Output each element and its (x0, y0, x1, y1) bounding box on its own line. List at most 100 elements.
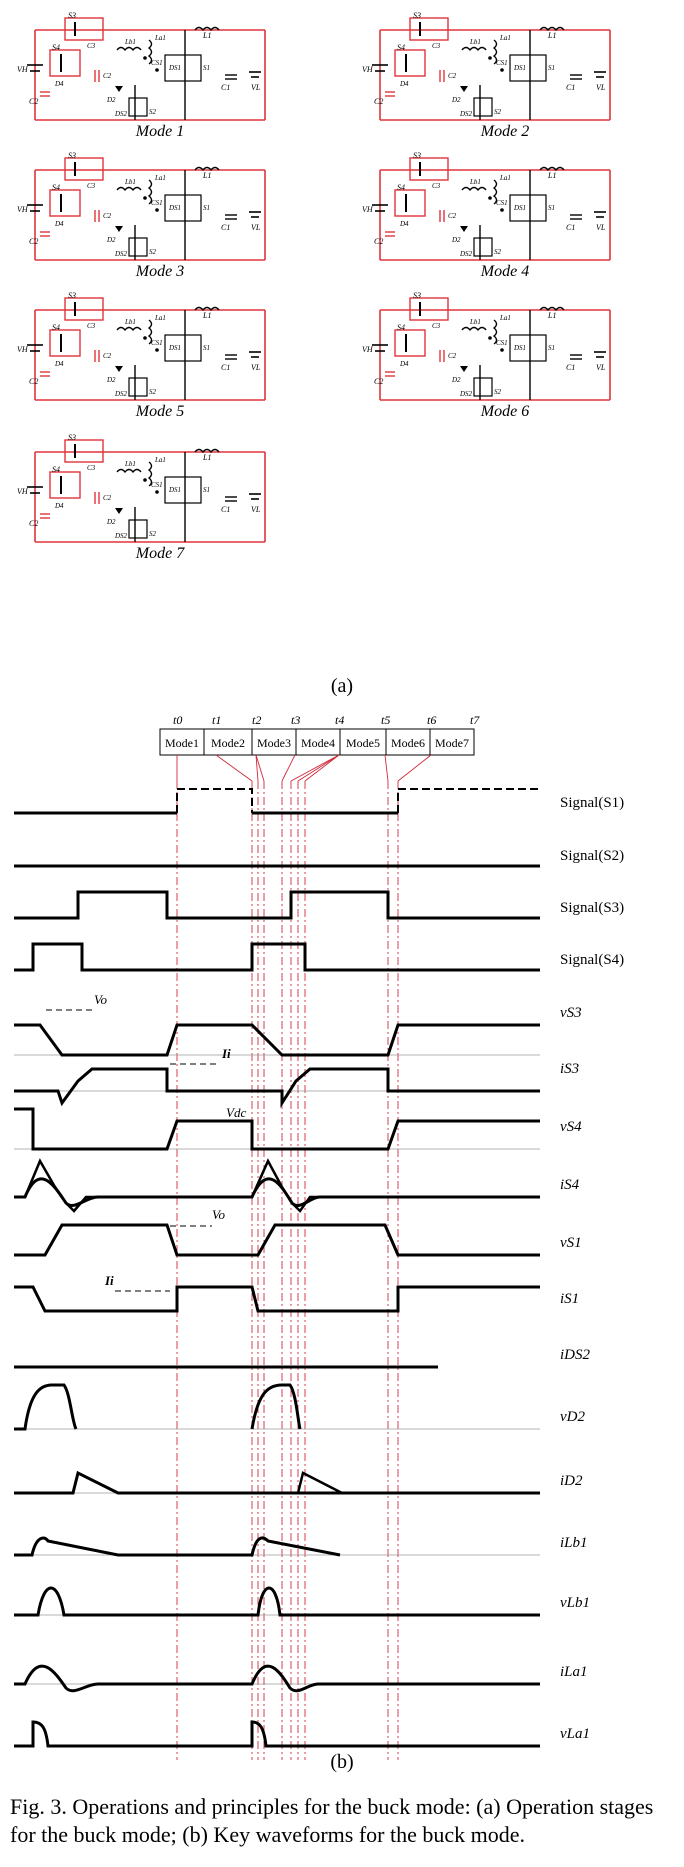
label-l1: L1 (202, 311, 211, 320)
label-d2: D2 (106, 96, 116, 104)
dot-marker (500, 208, 504, 212)
switch-s2 (128, 97, 148, 117)
label-d4: D4 (54, 360, 64, 368)
label-d4: D4 (399, 220, 409, 228)
dot-marker (488, 196, 492, 200)
guide-connector (215, 754, 253, 782)
inductor-lb1 (116, 468, 142, 474)
figure-caption: Fig. 3. Operations and principles for th… (10, 1794, 654, 1847)
waveform-trace (14, 1664, 540, 1693)
inductor-la1 (147, 179, 153, 205)
label-vh: VH (362, 345, 374, 354)
label-la1: La1 (154, 314, 166, 322)
label-c2: C2 (29, 377, 38, 386)
mode-title: Mode 1 (135, 123, 184, 140)
label-d4: D4 (54, 502, 64, 510)
annotation-label: Vdc (226, 1105, 246, 1120)
label-s1: S1 (548, 204, 555, 212)
dot-marker (143, 478, 147, 482)
inductor-l1 (539, 166, 565, 172)
label-s2: S2 (149, 248, 157, 256)
label-lb1: Lb1 (469, 318, 481, 326)
label-ds1: DS1 (168, 486, 181, 494)
trace-label-12: vD2 (560, 1409, 585, 1425)
label-vl: VL (251, 505, 261, 514)
diode-d2 (460, 226, 468, 232)
annotation-label: Ii (104, 1273, 114, 1288)
switch-s2 (128, 237, 148, 257)
mode-title: Mode 2 (480, 123, 529, 140)
inductor-la1 (492, 39, 498, 65)
time-label-t0: t0 (173, 713, 182, 727)
label-vl: VL (251, 363, 261, 372)
label-s1: S1 (203, 344, 210, 352)
switch-s3 (64, 157, 104, 181)
waveform-trace (14, 1067, 540, 1109)
trace-label-11: iDS2 (560, 1347, 591, 1363)
label-c3: C3 (87, 182, 96, 190)
label-s3: S3 (68, 291, 76, 300)
trace-label-10: iS1 (560, 1291, 579, 1307)
waveform-trace (14, 1586, 540, 1617)
label-l1: L1 (547, 171, 556, 180)
mode-title: Mode 7 (135, 545, 185, 562)
diode-d2 (115, 226, 123, 232)
label-ds2: DS2 (459, 390, 473, 398)
mode-box-1 (159, 728, 205, 756)
label-c2: C2 (103, 72, 112, 80)
time-label-t5: t5 (381, 713, 390, 727)
label-la1: La1 (499, 34, 511, 42)
label-c2: C2 (103, 494, 112, 502)
trace-label-13: iD2 (560, 1473, 583, 1489)
label-c2: C2 (448, 72, 457, 80)
label-s3: S3 (413, 291, 421, 300)
label-s1: S1 (203, 486, 210, 494)
guide-connector (281, 754, 296, 782)
label-c2: C2 (29, 519, 38, 528)
trace-label-17: vLa1 (560, 1726, 590, 1742)
diode-d2 (460, 366, 468, 372)
time-label-t6: t6 (427, 713, 436, 727)
label-c1: C1 (566, 363, 575, 372)
label-c2: C2 (103, 352, 112, 360)
label-c3: C3 (432, 322, 441, 330)
trace-label-6: iS3 (560, 1061, 579, 1077)
label-c3: C3 (432, 42, 441, 50)
label-s4: S4 (52, 323, 60, 332)
diode-d2 (115, 508, 123, 514)
mode-box-6 (385, 728, 431, 756)
mode-box-4 (295, 728, 341, 756)
label-s3: S3 (413, 11, 421, 20)
switch-s4 (49, 471, 81, 499)
trace-label-8: iS4 (560, 1177, 580, 1193)
label-s2: S2 (149, 388, 157, 396)
dot-marker (488, 336, 492, 340)
time-label-t2: t2 (252, 713, 261, 727)
waveform-trace (14, 1107, 540, 1151)
label-c3: C3 (432, 182, 441, 190)
switch-s3 (64, 297, 104, 321)
switch-s2 (473, 97, 493, 117)
switch-s2 (128, 377, 148, 397)
label-lb1: Lb1 (124, 318, 136, 326)
waveform-trace (14, 1383, 302, 1431)
dot-marker (143, 196, 147, 200)
switch-s1 (509, 194, 547, 222)
switch-s4 (49, 189, 81, 217)
dot-marker (155, 68, 159, 72)
waveform-trace (14, 1177, 540, 1207)
time-label-t7: t7 (470, 713, 480, 727)
label-s2: S2 (149, 108, 157, 116)
waveform-trace (14, 1536, 341, 1557)
label-vh: VH (17, 65, 29, 74)
inductor-la1 (147, 461, 153, 487)
label-s1: S1 (203, 64, 210, 72)
label-lb1: Lb1 (124, 178, 136, 186)
waveform-trace (176, 788, 253, 813)
label-d2: D2 (106, 376, 116, 384)
label-l1: L1 (547, 311, 556, 320)
switch-s2 (473, 237, 493, 257)
label-s4: S4 (397, 43, 405, 52)
